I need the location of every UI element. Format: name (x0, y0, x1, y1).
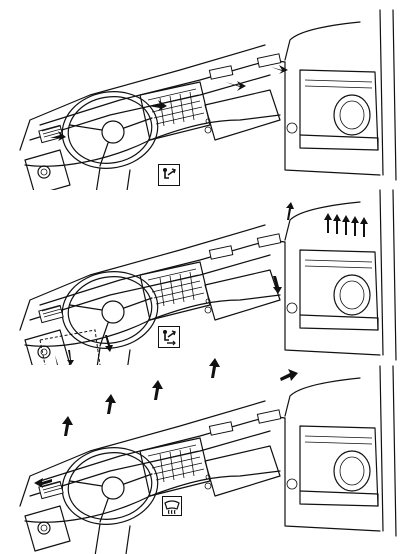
diagram-panel-face-vent (0, 0, 420, 190)
airflow-arrow (50, 131, 66, 141)
face-floor-vent-icon (158, 326, 180, 348)
airflow-arrow (148, 100, 167, 111)
airflow-arrow (105, 394, 116, 414)
airflow-arrow (34, 478, 52, 488)
airflow-arrow (271, 65, 288, 74)
face-vent-icon (158, 164, 180, 186)
defrost-icon (162, 496, 182, 516)
airflow-arrow (333, 214, 341, 234)
airflow-arrow (209, 358, 220, 378)
airflow-arrow (273, 276, 282, 294)
airflow-arrow (54, 355, 58, 365)
airflow-arrow (351, 216, 359, 236)
airflow-arrow (324, 213, 332, 233)
airflow-arrow (286, 202, 294, 220)
airflow-arrow (67, 350, 74, 365)
airflow-arrow (225, 81, 246, 91)
airflow-arrow (105, 335, 113, 352)
airflow-arrow (62, 416, 73, 436)
airflow-arrow (280, 369, 298, 381)
airflow-arrow (152, 380, 163, 400)
diagram-panel-defrost (0, 356, 420, 554)
airflow-arrow (342, 215, 350, 235)
diagram-panel-face-floor (0, 180, 420, 365)
dashboard-illustration (19, 9, 397, 190)
dashboard-illustration (19, 358, 397, 554)
airflow-arrow (360, 217, 368, 237)
dashboard-illustration (19, 189, 397, 365)
